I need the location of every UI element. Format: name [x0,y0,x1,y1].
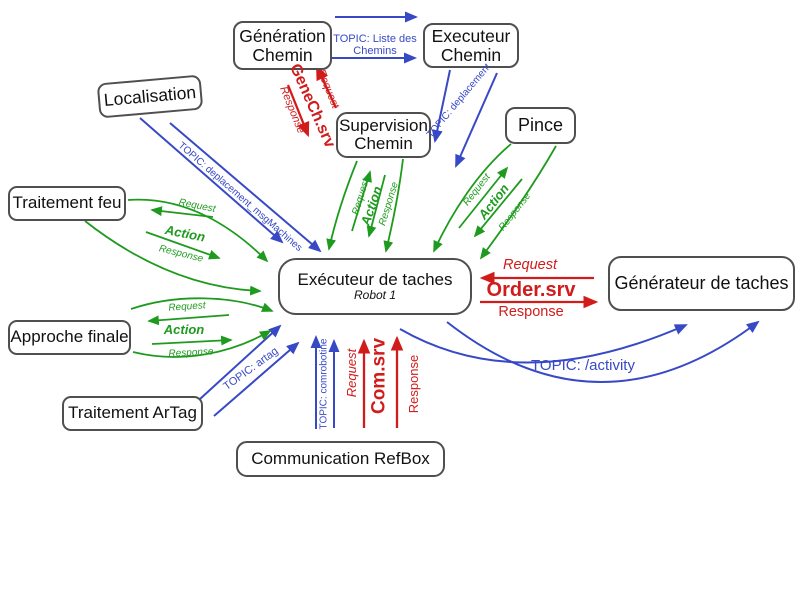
arrow-topic-artag-2 [213,341,300,417]
label-com-request: Request [343,348,359,398]
feu-action-outer-bottom [84,220,262,296]
genech-response-arrow [286,84,310,138]
node-executeur-de-taches: Exécuteur de taches Robot 1 [278,258,472,315]
label-topic-activity: TOPIC: /activity [531,356,635,374]
node-label: Chemin [440,44,502,65]
node-label: Approche finale [10,327,129,347]
node-traitement-feu: Traitement feu [8,186,126,221]
label-order-response: Response [498,304,564,321]
node-label: Traitement ArTag [68,403,197,423]
node-label: Supervision [339,115,428,135]
approche-action-outer-bottom [132,330,272,358]
node-generation-chemin: Génération Chemin [233,21,332,70]
label-approche-response: Response [168,346,214,360]
node-label: Communication RefBox [251,448,430,468]
node-label: Génération [239,25,326,46]
arrow-topic-activity-1 [399,324,688,364]
node-label: Chemin [354,134,413,153]
node-label: Chemin [252,44,313,65]
supervision-action-outer-right [383,158,404,253]
node-communication-refbox: Communication RefBox [236,441,445,477]
node-label: Executeur [431,25,511,46]
genech-request-arrow [315,64,338,109]
supervision-action-outer-left [326,160,358,251]
pince-action-outer-right [479,145,557,260]
pince-request-arrow [458,166,509,229]
green-action-arrows [84,143,557,358]
label-order-request: Request [502,257,558,274]
approche-request-arrow [147,314,230,326]
red-service-arrows [286,64,599,428]
node-label: Pince [517,114,564,135]
feu-request-arrow [150,206,214,218]
node-label: Générateur de taches [614,272,789,293]
pince-action-outer-left [433,143,512,253]
node-label: Localisation [103,82,197,111]
label-com-response: Response [405,354,421,414]
label-approche-action: Action [163,321,205,337]
node-traitement-artag: Traitement ArTag [62,396,203,431]
feu-response-arrow [145,231,221,260]
label-com-srv: Com.srv [368,337,390,415]
pince-response-arrow [473,178,523,238]
node-label: Traitement feu [12,193,122,213]
supervision-request-arrow [351,170,372,232]
label-topic-liste: TOPIC: Liste des Chemins [333,32,417,57]
node-approche-finale: Approche finale [8,320,131,355]
node-pince: Pince [505,107,576,144]
node-executeur-chemin: Executeur Chemin [423,23,519,68]
node-title: Exécuteur de taches [297,269,453,289]
arrow-topic-activity-2 [446,320,760,383]
label-order-srv: Order.srv [486,279,576,301]
node-subtitle: Robot 1 [353,288,397,303]
arrow-topic-deplacement-msg-1 [139,117,284,244]
approche-response-arrow [151,335,233,346]
arrow-topic-deplacement-2 [455,72,498,168]
label-topic-comrobotine: TOPIC: comrobotine [318,338,330,430]
blue-topic-arrows [139,11,760,429]
supervision-response-arrow [366,174,386,238]
arrow-topic-deplacement-msg-2 [169,122,322,253]
approche-action-outer-top [130,297,274,312]
node-generateur-de-taches: Générateur de taches [608,256,795,311]
arrow-topic-deplacement-1 [431,69,451,143]
node-supervision-chemin: Supervision Chemin [336,112,431,158]
